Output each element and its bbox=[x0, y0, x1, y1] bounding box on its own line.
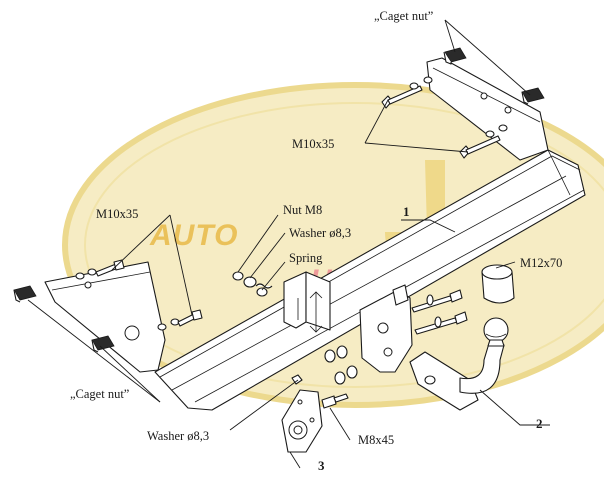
caget-nuts bbox=[13, 47, 545, 353]
part-number-2: 2 bbox=[536, 416, 543, 431]
main-cross-beam bbox=[44, 57, 586, 411]
bolts-left-bracket bbox=[75, 259, 203, 331]
label-m12x70: M12x70 bbox=[520, 256, 562, 270]
part-number-1: 1 bbox=[403, 204, 410, 219]
leader-lines bbox=[27, 19, 550, 469]
part-number-3: 3 bbox=[318, 458, 325, 473]
label-nut-m8: Nut M8 bbox=[283, 203, 322, 217]
label-washer-bottom: Washer ø8,3 bbox=[147, 429, 209, 443]
label-m8x45: M8x45 bbox=[358, 433, 394, 447]
socket-bracket bbox=[283, 271, 331, 333]
label-m10x35-left: M10x35 bbox=[96, 207, 138, 221]
watermark-ellipse bbox=[62, 82, 604, 408]
label-m10x35-right: M10x35 bbox=[292, 137, 334, 151]
label-washer-top: Washer ø8,3 bbox=[289, 226, 351, 240]
watermark-inner-ellipse bbox=[84, 102, 604, 388]
label-caget-nut-left: „Caget nut” bbox=[70, 387, 129, 401]
label-spring: Spring bbox=[289, 251, 323, 265]
rubber-cap bbox=[481, 264, 515, 304]
socket-plate bbox=[281, 374, 349, 453]
tow-ball bbox=[409, 317, 509, 411]
watermark-text-1: AUTO bbox=[149, 219, 238, 252]
central-bolts bbox=[324, 289, 468, 385]
nut-washer-stack bbox=[232, 271, 273, 297]
label-caget-nut-top: „Caget nut” bbox=[374, 9, 433, 23]
